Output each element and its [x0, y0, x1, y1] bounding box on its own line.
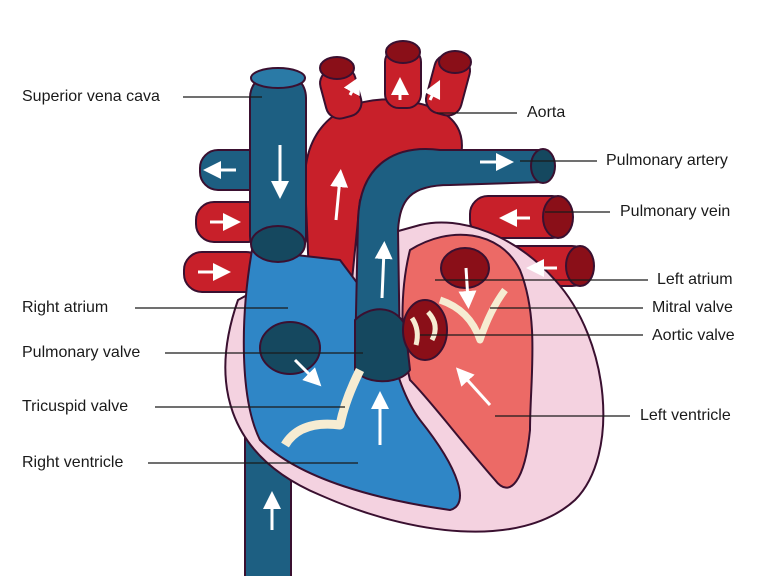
right-atrium-opening — [259, 321, 321, 375]
label-pulmonary-valve: Pulmonary valve — [22, 344, 141, 361]
blood-flow-arrows — [198, 76, 557, 530]
label-pulmonary-artery: Pulmonary artery — [606, 152, 728, 169]
label-mitral-valve: Mitral valve — [652, 299, 733, 316]
left-atrium-opening — [440, 247, 490, 289]
aortic-valve — [402, 299, 448, 361]
label-aorta: Aorta — [527, 104, 566, 121]
label-right-ventricle: Right ventricle — [22, 454, 124, 471]
label-right-atrium: Right atrium — [22, 299, 109, 316]
label-left-ventricle: Left ventricle — [640, 407, 731, 424]
tricuspid-valve — [281, 367, 365, 448]
label-pulmonary-vein: Pulmonary vein — [620, 203, 731, 220]
pulmonary-valve — [354, 308, 411, 383]
leader-lines — [135, 96, 648, 464]
label-left-atrium: Left atrium — [657, 271, 733, 288]
label-aortic-valve: Aortic valve — [652, 327, 735, 344]
label-tricuspid-valve: Tricuspid valve — [22, 398, 129, 415]
label-superior-vena-cava: Superior vena cava — [22, 88, 160, 105]
mitral-valve — [438, 287, 508, 344]
